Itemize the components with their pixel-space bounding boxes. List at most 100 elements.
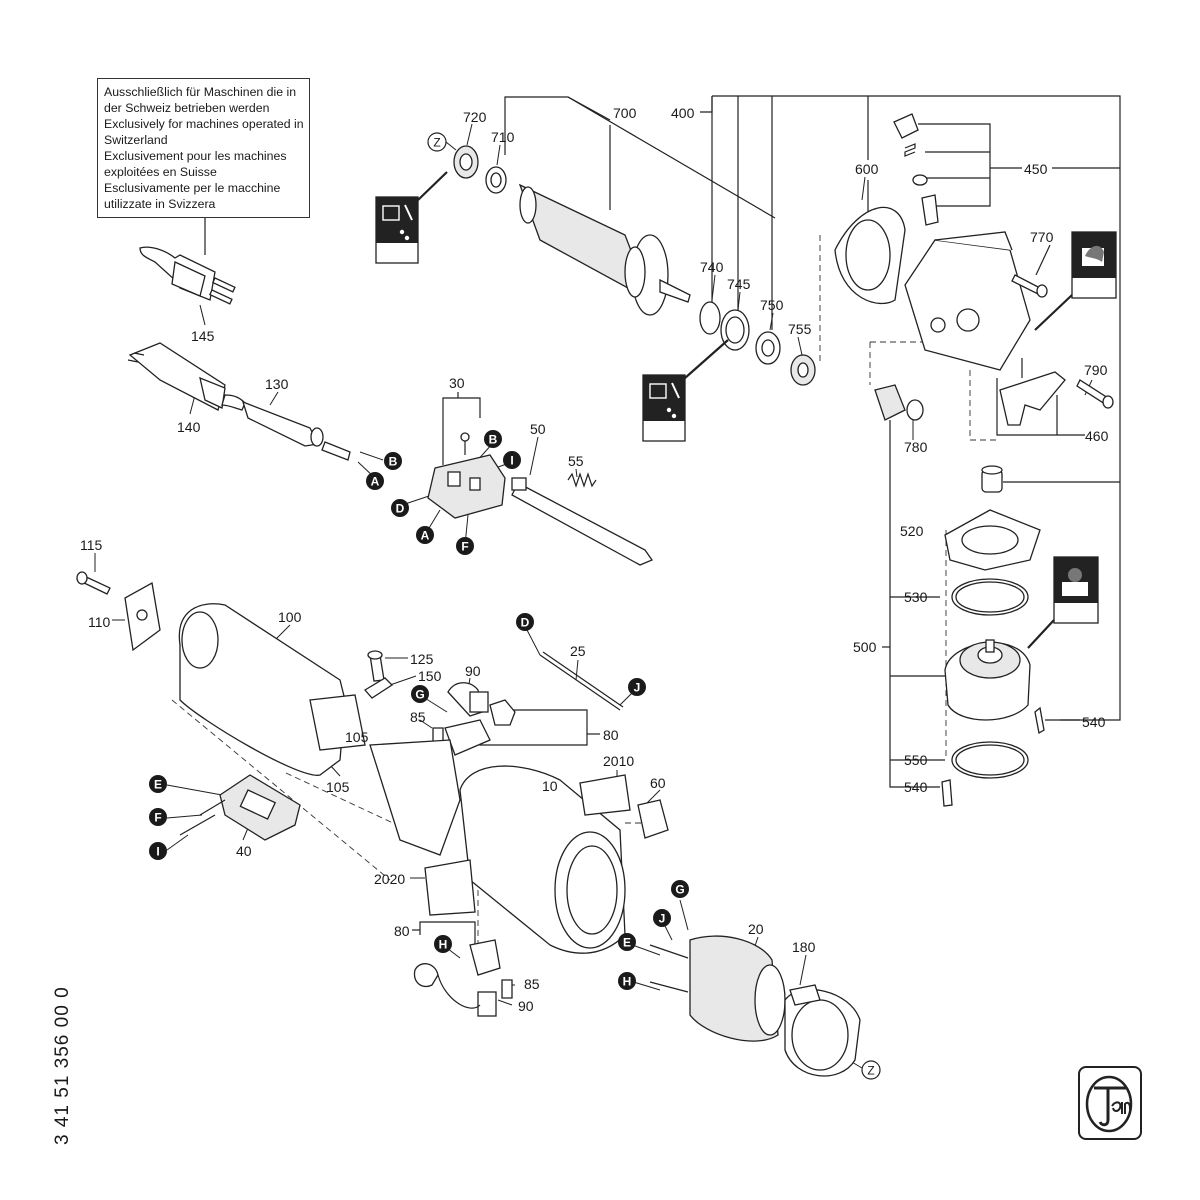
connector-f-2: F [149,808,167,826]
svg-text:D: D [521,616,530,630]
connector-j-2: J [653,909,671,927]
svg-text:Z: Z [433,136,440,150]
notice-line: Esclusivamente per le macchine [104,181,281,195]
label-105-b: 105 [326,779,350,795]
label-50: 50 [530,421,546,437]
reference-z-1: Z [427,132,447,152]
grease-cup-icon-2 [1027,556,1099,649]
label-130: 130 [265,376,289,392]
part-plug-eu [127,342,246,411]
label-140: 140 [177,419,201,435]
label-40: 40 [236,843,252,859]
label-2020: 2020 [374,871,405,887]
label-115: 115 [80,537,103,553]
document-number: 3 41 51 356 00 0 [52,986,73,1145]
svg-text:J: J [634,681,641,695]
part-screw-85b [501,979,513,999]
label-520: 520 [900,523,924,539]
label-80-b: 80 [394,923,410,939]
label-500: 500 [853,639,877,655]
label-400: 400 [671,105,695,121]
oil-lubrication-icon [642,339,729,442]
svg-text:B: B [389,455,398,469]
notice-line: der Schweiz betrieben werden [104,101,270,115]
part-brush-90 [447,682,489,717]
label-740: 740 [700,259,724,275]
part-button-450 [893,113,939,226]
part-oring-550 [951,741,1029,779]
svg-text:H: H [439,938,448,952]
label-145: 145 [191,328,215,344]
part-cable-sleeve-130 [241,400,351,461]
connector-markers: B A B I D A F D J G E F I G J E H H [149,430,689,990]
label-450: 450 [1024,161,1048,177]
part-label-2020 [424,859,476,916]
part-clip-150 [363,677,394,699]
notice-line: exploitées en Suisse [104,165,217,179]
label-55: 55 [568,453,584,469]
notice-line: Ausschließlich für Maschinen die in [104,85,297,99]
label-60: 60 [650,775,666,791]
connector-e-1: E [149,775,167,793]
label-750: 750 [760,297,784,313]
connector-i-1: I [503,451,521,469]
part-fan-guard-600 [834,206,906,305]
svg-text:A: A [371,475,380,489]
label-2010: 2010 [603,753,634,769]
svg-text:H: H [623,975,632,989]
part-screw-125 [367,650,385,682]
part-plug-swiss [139,246,236,305]
part-switch-30 [427,432,506,519]
label-770: 770 [1030,229,1054,245]
part-brush-holder-80b [413,939,501,988]
part-brush-90b [437,974,497,1017]
part-pinion-780 [874,384,924,421]
part-cover-110 [124,581,161,652]
part-oring-530 [951,578,1029,616]
label-460: 460 [1085,428,1109,444]
part-stator-20 [649,935,786,1042]
notice-line: Exclusively for machines operated in [104,117,304,131]
label-85-b: 85 [524,976,540,992]
svg-text:A: A [421,529,430,543]
part-bearing-750 [755,331,781,365]
label-700: 700 [613,105,637,121]
label-110: 110 [88,614,111,630]
assembly-dash-lines [171,235,1000,945]
svg-text:E: E [623,936,631,950]
connector-a-2: A [416,526,434,544]
part-labels: 720 710 700 400 600 450 770 740 745 750 … [80,105,1109,1014]
label-780: 780 [904,439,928,455]
label-790: 790 [1084,362,1108,378]
part-bearing-flange-500 [944,639,1031,721]
label-90-a: 90 [465,663,481,679]
reference-z-2: Z [861,1060,881,1080]
part-bearing-720 [453,145,479,179]
label-540-b: 540 [904,779,928,795]
label-745: 745 [727,276,751,292]
part-armature-700 [518,183,691,316]
part-switch-40 [179,774,301,841]
notice-line: Exclusivement pour les machines [104,149,287,163]
part-housing-100 [178,603,366,776]
connector-j-1: J [628,678,646,696]
label-100: 100 [278,609,302,625]
part-button-60 [637,799,669,839]
svg-text:D: D [396,502,405,516]
part-screw-115 [76,571,111,595]
svg-text:B: B [489,433,498,447]
part-spring-55 [567,472,597,488]
part-ring-740 [699,301,721,335]
label-90-b: 90 [518,998,534,1014]
connector-b-1: B [384,452,402,470]
label-600: 600 [855,161,879,177]
svg-text:G: G [675,883,684,897]
part-screw-540b [941,779,953,807]
part-bearing-710 [485,166,507,194]
connector-e-2: E [618,933,636,951]
label-150: 150 [418,668,442,684]
label-550: 550 [904,752,928,768]
part-gear-head-400 [904,231,1031,371]
label-30: 30 [449,375,465,391]
